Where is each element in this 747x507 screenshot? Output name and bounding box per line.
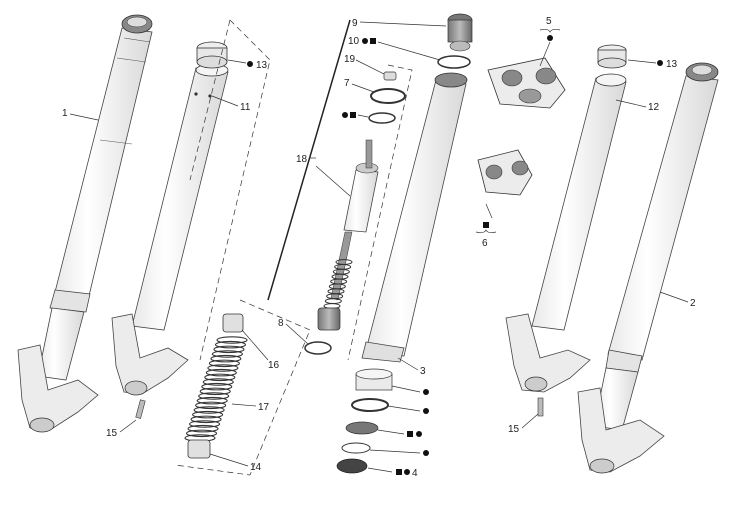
legend-dot-seal-c	[416, 431, 422, 437]
spring-coil	[187, 424, 219, 433]
callout-15-left: 15	[106, 428, 118, 439]
group-frame-center	[347, 64, 413, 361]
spring-coil	[216, 336, 248, 344]
legend-dot-13-right	[657, 60, 663, 66]
legend-dot-seal-a	[423, 389, 429, 395]
callout-5: 5	[546, 16, 552, 27]
spring-coil	[199, 387, 231, 396]
spring-coil	[201, 382, 233, 391]
callout-15-right: 15	[508, 424, 520, 435]
callout-13-left: 13	[256, 60, 268, 71]
group-frame-left-edge	[189, 19, 231, 181]
legend-dot-13-left	[247, 61, 253, 67]
callout-16: 16	[268, 360, 280, 371]
legend-dot-unlabeled-oring	[342, 112, 348, 118]
callout-4: 4	[412, 468, 418, 479]
damper-cartridge-18	[267, 19, 379, 331]
triple-clamp-upper-5	[487, 57, 566, 109]
legend-dot-4	[404, 469, 410, 475]
seal-stack-4	[336, 368, 393, 474]
spring-coil	[207, 364, 239, 372]
legend-square-10	[370, 38, 376, 44]
spring-coil	[192, 410, 224, 419]
callout-8: 8	[278, 318, 284, 329]
bushing-13-left	[196, 41, 228, 69]
callout-14: 14	[250, 462, 262, 473]
outer-tube-3	[361, 72, 468, 363]
fork-leg-1	[17, 14, 153, 433]
fork-leg-2	[577, 62, 719, 474]
spring-17	[184, 313, 248, 459]
callout-13-right: 13	[666, 59, 678, 70]
legend-dot-10	[362, 38, 368, 44]
legend-dot-seal-d	[423, 450, 429, 456]
spring-coil	[193, 406, 225, 414]
spring-coil	[211, 350, 243, 358]
nut-19	[383, 71, 397, 81]
inner-tube-12	[505, 44, 627, 417]
callout-7: 7	[344, 78, 350, 89]
callout-6: 6	[482, 238, 488, 249]
spring-coil	[210, 354, 242, 363]
callout-18: 18	[296, 154, 308, 165]
group-frame-left	[199, 19, 271, 361]
legend-square-4	[396, 469, 402, 475]
o-ring-7	[370, 88, 406, 104]
callout-12: 12	[648, 102, 660, 113]
callout-2: 2	[690, 298, 696, 309]
callout-3: 3	[420, 366, 426, 377]
triple-clamp-lower-6	[477, 149, 533, 196]
callout-1: 1	[62, 108, 68, 119]
o-ring-8	[304, 341, 332, 355]
spring-coil	[205, 368, 237, 377]
o-ring-unlabeled	[368, 112, 396, 124]
spring-coil	[195, 401, 227, 410]
spring-coil	[208, 359, 240, 368]
fork-cap-9	[447, 13, 473, 52]
legend-dot-5	[547, 35, 553, 41]
cartridge-spring-coil	[324, 298, 342, 305]
bolt-15-left	[135, 399, 146, 419]
legend-dot-seal-b	[423, 408, 429, 414]
legend-square-unlabeled-oring	[350, 112, 356, 118]
legend-square-seal-c	[407, 431, 413, 437]
spring-coil	[196, 396, 228, 405]
legend-square-6	[483, 222, 489, 228]
o-ring-10	[437, 55, 471, 69]
callout-17: 17	[258, 402, 270, 413]
inner-tube-11	[111, 63, 229, 396]
callout-10: 10	[348, 36, 360, 47]
spring-coil	[213, 345, 245, 354]
callout-9: 9	[352, 18, 358, 29]
spring-coil	[204, 373, 236, 382]
callout-19: 19	[344, 54, 356, 65]
callout-11: 11	[240, 102, 251, 113]
spring-coil	[198, 392, 230, 400]
spring-coil	[190, 415, 222, 424]
spring-coil	[214, 340, 247, 349]
spring-coil	[189, 420, 221, 428]
callouts: 1 11 13 15 16 17 14 9 10 19 7 18 8	[62, 16, 696, 479]
spring-coil	[185, 429, 218, 438]
group-frame-spring	[174, 299, 311, 476]
spring-coil	[202, 378, 234, 386]
